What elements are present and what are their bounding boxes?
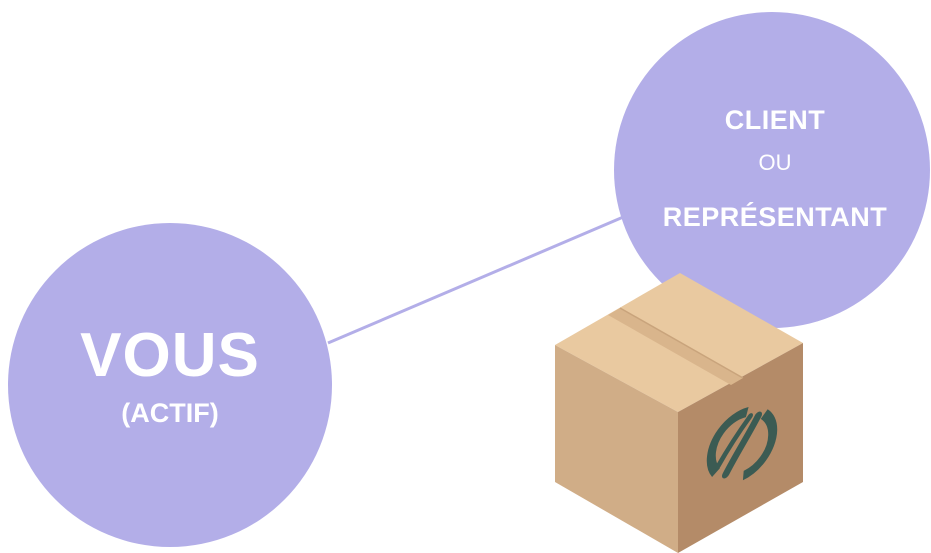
client-node-circle xyxy=(614,12,930,328)
client-label: CLIENT xyxy=(724,105,826,135)
connector-line xyxy=(327,213,629,345)
vous-title: VOUS xyxy=(80,321,260,390)
client-connector-word: OU xyxy=(758,150,792,175)
representative-label: REPRÉSENTANT xyxy=(662,202,888,232)
vous-node-circle xyxy=(8,223,332,547)
box-tape xyxy=(608,308,743,385)
box-left-face xyxy=(555,345,678,553)
box-tape-edge xyxy=(619,307,744,379)
vous-subtitle: (ACTIF) xyxy=(121,398,219,428)
